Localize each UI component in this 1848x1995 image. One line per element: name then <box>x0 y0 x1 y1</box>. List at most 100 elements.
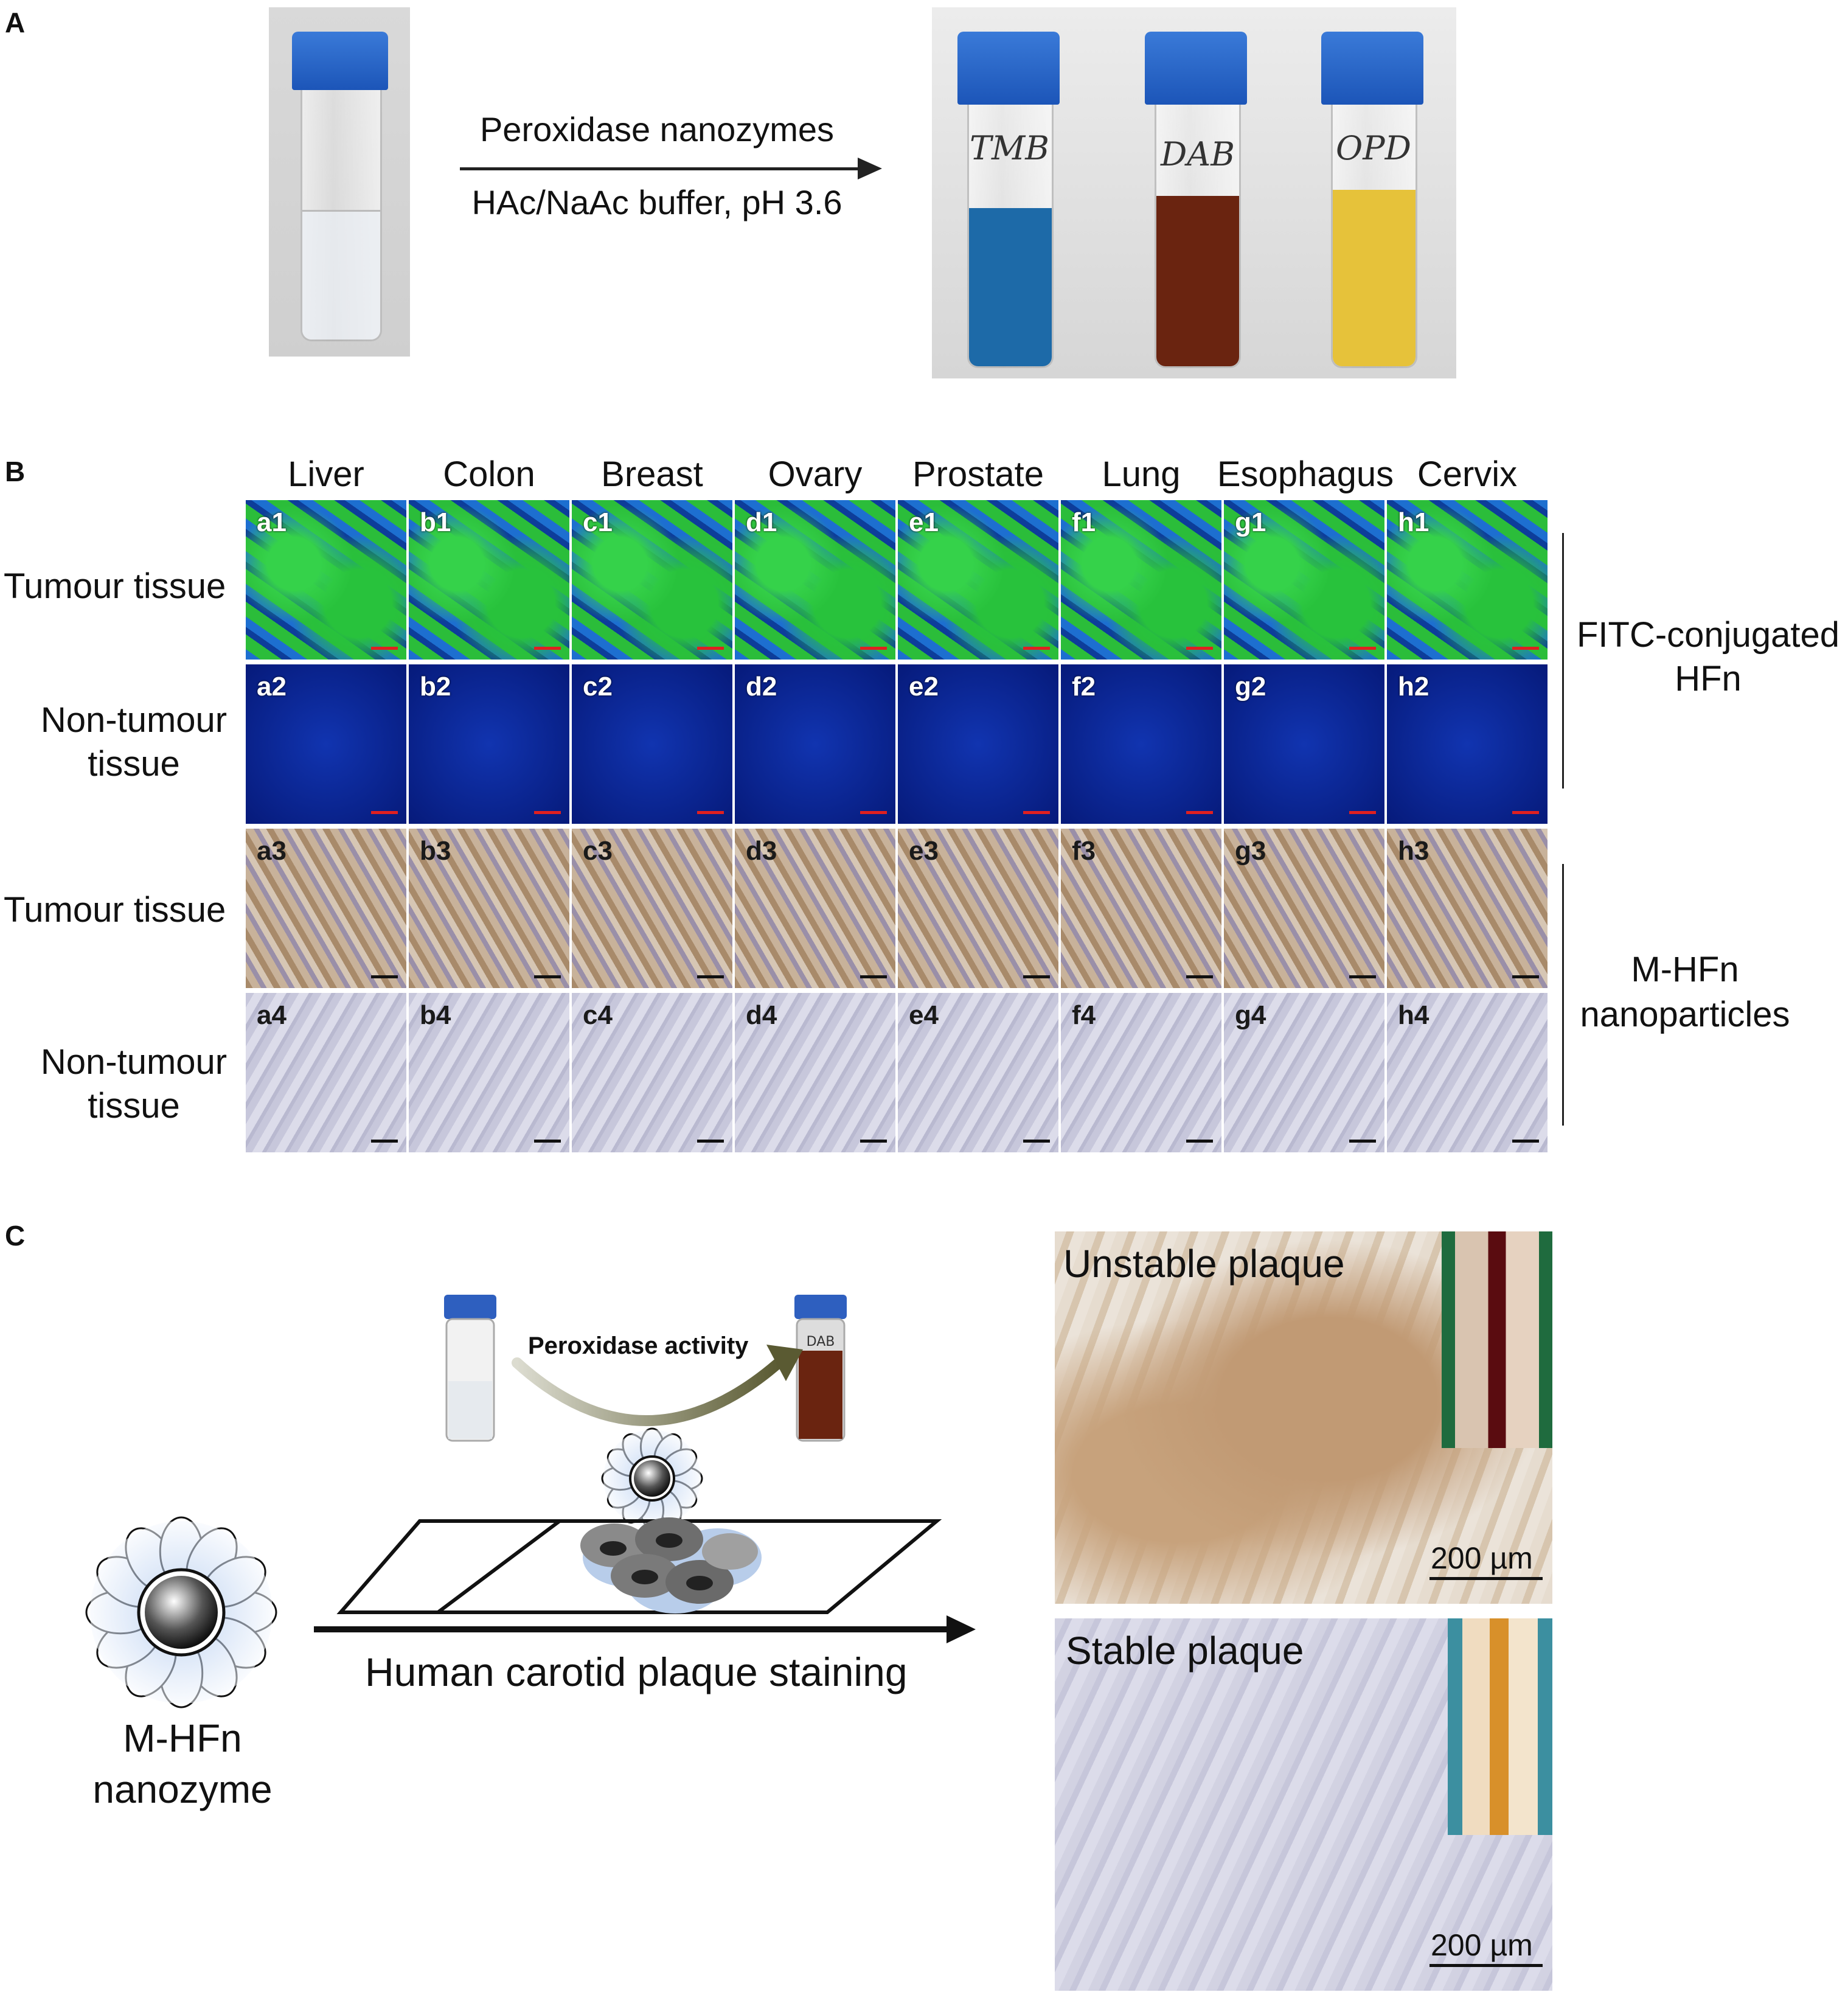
vial-liquid-dab <box>1156 196 1239 366</box>
mhfn-bracket <box>1562 864 1564 1126</box>
peroxidase-arc-arrowhead <box>766 1345 803 1381</box>
tissue-tile-h4: h4 <box>1387 993 1548 1152</box>
vial-liquid-opd <box>1333 190 1416 366</box>
tissue-tile-c1: c1 <box>572 500 732 660</box>
tile-scale-bar <box>860 811 887 814</box>
tile-scale-bar <box>1349 975 1376 978</box>
tile-scale-bar <box>1186 647 1213 650</box>
peroxidase-activity-label: Peroxidase activity <box>528 1332 749 1359</box>
tissue-tile-b4: b4 <box>409 993 569 1152</box>
unstable-plaque-title: Unstable plaque <box>1063 1242 1345 1286</box>
tile-scale-bar <box>371 647 398 650</box>
tile-scale-bar <box>1023 975 1050 978</box>
tissue-tile-h1: h1 <box>1387 500 1548 660</box>
col-lung: Lung <box>1102 454 1181 494</box>
tile-scale-bar <box>1512 975 1539 978</box>
col-ovary: Ovary <box>768 454 863 494</box>
tile-scale-bar <box>697 975 724 978</box>
tissue-tile-d3: d3 <box>735 829 895 988</box>
plaque-cells-icon <box>580 1517 762 1614</box>
unstable-plaque-image: Unstable plaque 200 µm <box>1055 1231 1552 1604</box>
vial-liquid-clear <box>302 210 380 339</box>
tile-scale-bar <box>697 811 724 814</box>
vial-tmb <box>967 105 1054 368</box>
tile-label: g2 <box>1235 672 1266 702</box>
panel-c-letter: C <box>5 1220 26 1252</box>
vial-label-tmb: TMB <box>970 129 1049 167</box>
tile-label: e2 <box>909 672 939 702</box>
tissue-tile-f4: f4 <box>1061 993 1221 1152</box>
tile-scale-bar <box>1023 647 1050 650</box>
tissue-tile-f3: f3 <box>1061 829 1221 988</box>
tile-label: g1 <box>1235 507 1266 537</box>
vial-cap-opd <box>1321 32 1423 105</box>
tile-scale-bar <box>534 975 561 978</box>
side-label-fitc-b: HFn <box>1675 659 1742 698</box>
row-label-tumour-1: Tumour tissue <box>4 566 226 606</box>
row-label-nontumour-4a: Non-tumour <box>40 1042 228 1082</box>
fitc-bracket <box>1562 533 1564 789</box>
colored-vials-photo: TMB DAB OPD <box>932 7 1456 378</box>
tile-label: a2 <box>257 672 287 702</box>
tile-label: d2 <box>746 672 777 702</box>
tile-scale-bar <box>1023 1140 1050 1143</box>
tile-label: a3 <box>257 836 287 866</box>
tile-scale-bar <box>371 975 398 978</box>
tile-label: c2 <box>583 672 613 702</box>
tissue-tile-f2: f2 <box>1061 664 1221 824</box>
tile-scale-bar <box>1349 811 1376 814</box>
tile-scale-bar <box>534 1140 561 1143</box>
tile-scale-bar <box>1186 1140 1213 1143</box>
tile-scale-bar <box>860 647 887 650</box>
tissue-tile-f1: f1 <box>1061 500 1221 660</box>
tissue-tile-a4: a4 <box>246 993 406 1152</box>
col-liver: Liver <box>288 454 364 494</box>
tile-label: h3 <box>1398 836 1429 866</box>
tissue-tile-h2: h2 <box>1387 664 1548 824</box>
tile-label: e1 <box>909 507 939 537</box>
col-colon: Colon <box>443 454 535 494</box>
tissue-tile-g1: g1 <box>1224 500 1384 660</box>
tissue-tile-a2: a2 <box>246 664 406 824</box>
tile-label: g3 <box>1235 836 1266 866</box>
tile-scale-bar <box>697 1140 724 1143</box>
tile-scale-bar <box>1349 647 1376 650</box>
tile-scale-bar <box>1186 811 1213 814</box>
stable-plaque-scale-bar <box>1429 1964 1543 1967</box>
tile-label: f4 <box>1072 1000 1096 1030</box>
tissue-tile-c2: c2 <box>572 664 732 824</box>
vial-cap-dab <box>1145 32 1247 105</box>
vial-cap <box>292 32 388 90</box>
tile-label: f1 <box>1072 507 1096 537</box>
slide-label-line <box>437 1519 561 1614</box>
unstable-plaque-scale-label: 200 µm <box>1431 1541 1533 1575</box>
tile-scale-bar <box>697 647 724 650</box>
glass-slide <box>336 1519 942 1614</box>
peroxidase-arc-arrow <box>512 1357 784 1426</box>
vial-glass <box>300 90 382 341</box>
tissue-tile-a3: a3 <box>246 829 406 988</box>
tissue-tile-e1: e1 <box>898 500 1058 660</box>
tissue-tile-d4: d4 <box>735 993 895 1152</box>
tissue-tile-c4: c4 <box>572 993 732 1152</box>
plaque-staining-schematic: DAB <box>85 1295 976 1708</box>
tile-label: d1 <box>746 507 777 537</box>
row-label-nontumour-2a: Non-tumour <box>40 700 228 740</box>
tile-label: b4 <box>420 1000 451 1030</box>
clear-vial-photo <box>269 7 410 357</box>
stable-plaque-title: Stable plaque <box>1066 1629 1304 1673</box>
vial-label-opd: OPD <box>1336 129 1411 167</box>
tile-label: e4 <box>909 1000 939 1030</box>
panel-b-letter: B <box>5 456 26 487</box>
tile-scale-bar <box>534 647 561 650</box>
tile-scale-bar <box>1186 975 1213 978</box>
tile-scale-bar <box>371 811 398 814</box>
vial-opd <box>1331 105 1417 368</box>
tile-label: c4 <box>583 1000 613 1030</box>
tile-label: c1 <box>583 507 613 537</box>
tile-scale-bar <box>1349 1140 1376 1143</box>
tile-scale-bar <box>371 1140 398 1143</box>
tile-label: h2 <box>1398 672 1429 702</box>
stable-plaque-image: Stable plaque 200 µm <box>1055 1618 1552 1991</box>
tile-label: f2 <box>1072 672 1096 702</box>
